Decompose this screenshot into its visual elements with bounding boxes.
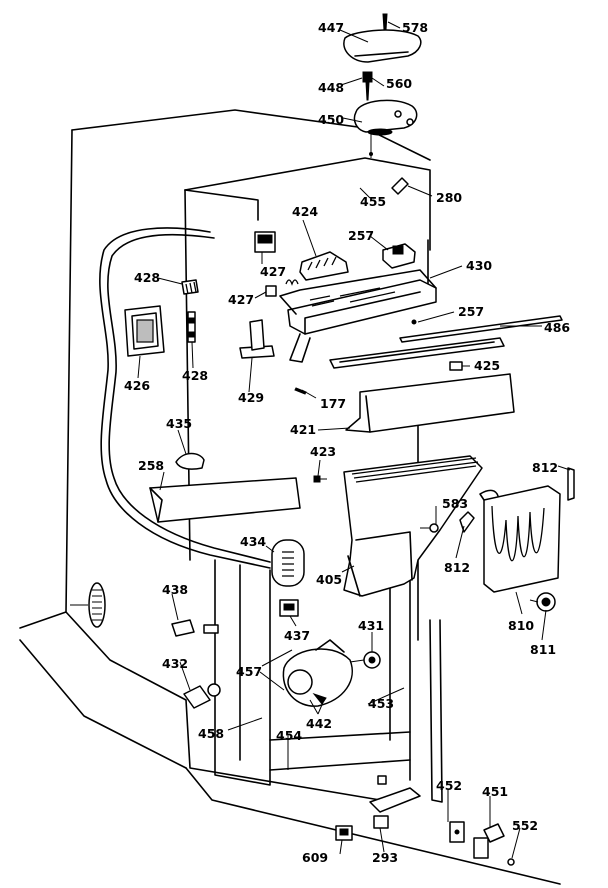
part-812-wire-right xyxy=(567,467,575,501)
callout-423: 423 xyxy=(310,444,336,459)
part-423-screw xyxy=(313,475,327,483)
callout-609: 609 xyxy=(302,850,328,865)
callout-405: 405 xyxy=(316,572,342,587)
callout-257-mid: 257 xyxy=(458,304,484,319)
part-432-lamp xyxy=(183,683,221,709)
callout-812-left: 812 xyxy=(444,560,470,575)
part-447-cover xyxy=(343,29,422,63)
part-434-grille xyxy=(271,539,305,587)
part-578-screw xyxy=(382,13,388,31)
callout-labels: 447 578 448 560 450 455 280 424 257 430 … xyxy=(124,20,570,865)
callout-458: 458 xyxy=(198,726,224,741)
part-552-screw xyxy=(507,858,515,866)
callout-451: 451 xyxy=(482,784,508,799)
callout-442: 442 xyxy=(306,716,332,731)
part-810-defrost-heater xyxy=(479,485,561,593)
part-486-strip xyxy=(399,315,563,343)
part-442-fan-motor xyxy=(282,639,353,707)
callout-583: 583 xyxy=(442,496,468,511)
callout-421: 421 xyxy=(290,422,316,437)
callout-486: 486 xyxy=(544,320,570,335)
callout-425: 425 xyxy=(474,358,500,373)
part-435-clip xyxy=(175,452,205,470)
callout-428-bottom: 428 xyxy=(182,368,208,383)
part-430-duct-assembly xyxy=(279,269,437,363)
callout-448: 448 xyxy=(318,80,344,95)
callout-452: 452 xyxy=(436,778,462,793)
callout-450: 450 xyxy=(318,112,344,127)
callout-424: 424 xyxy=(292,204,318,219)
callout-447: 447 xyxy=(318,20,344,35)
part-405-evaporator-cover xyxy=(343,455,483,597)
callout-177: 177 xyxy=(320,396,346,411)
bottom-bracket xyxy=(369,775,421,813)
part-450-bracket xyxy=(353,99,418,136)
callout-429: 429 xyxy=(238,390,264,405)
part-448-screw xyxy=(362,71,373,101)
callout-560: 560 xyxy=(386,76,412,91)
part-609-clip xyxy=(335,825,353,841)
callout-810: 810 xyxy=(508,618,534,633)
callout-293: 293 xyxy=(372,850,398,865)
callout-280: 280 xyxy=(436,190,462,205)
part-811-thermostat xyxy=(529,592,556,612)
callout-435: 435 xyxy=(166,416,192,431)
part-427-connector-top xyxy=(254,231,276,253)
callout-457: 457 xyxy=(236,664,262,679)
part-428-terminal xyxy=(187,311,196,343)
callout-431: 431 xyxy=(358,618,384,633)
part-421-cover xyxy=(345,373,515,433)
part-257-clip-top xyxy=(382,243,416,269)
wire-harness xyxy=(99,227,271,569)
part-812-wire-left xyxy=(459,511,475,533)
part-437-switch xyxy=(279,599,299,617)
callout-428-top: 428 xyxy=(134,270,160,285)
callout-258: 258 xyxy=(138,458,164,473)
callout-438: 438 xyxy=(162,582,188,597)
part-427-coil xyxy=(265,279,299,297)
callout-427-top: 427 xyxy=(260,264,286,279)
callout-454: 454 xyxy=(276,728,302,743)
callout-578: 578 xyxy=(402,20,428,35)
callout-552: 552 xyxy=(512,818,538,833)
callout-432: 432 xyxy=(162,656,188,671)
callout-427-mid: 427 xyxy=(228,292,254,307)
part-258-cover xyxy=(149,477,301,523)
part-438-light-socket xyxy=(171,619,219,637)
part-452-bracket xyxy=(449,821,465,843)
part-257-clip xyxy=(411,319,417,325)
callout-257-top: 257 xyxy=(348,228,374,243)
callout-430: 430 xyxy=(466,258,492,273)
part-424-motor-connector xyxy=(299,251,349,281)
callout-812-right: 812 xyxy=(532,460,558,475)
duct-channel xyxy=(329,337,505,369)
part-280-spacer xyxy=(391,177,409,195)
part-428-knob xyxy=(181,279,199,295)
callout-437: 437 xyxy=(284,628,310,643)
callout-434: 434 xyxy=(240,534,266,549)
part-451-hinge xyxy=(473,823,505,859)
callout-453: 453 xyxy=(368,696,394,711)
part-293-clip xyxy=(373,815,389,829)
part-431-fan-blade xyxy=(349,651,381,669)
leader-lines xyxy=(137,21,571,859)
cabinet-outline xyxy=(19,109,561,885)
callout-455: 455 xyxy=(360,194,386,209)
side-vent xyxy=(70,582,106,628)
part-425-plug xyxy=(449,361,463,371)
callout-426: 426 xyxy=(124,378,150,393)
part-429-holder xyxy=(239,319,275,359)
part-426-switch xyxy=(124,305,165,357)
callout-811: 811 xyxy=(530,642,556,657)
part-583-screw xyxy=(420,523,439,533)
